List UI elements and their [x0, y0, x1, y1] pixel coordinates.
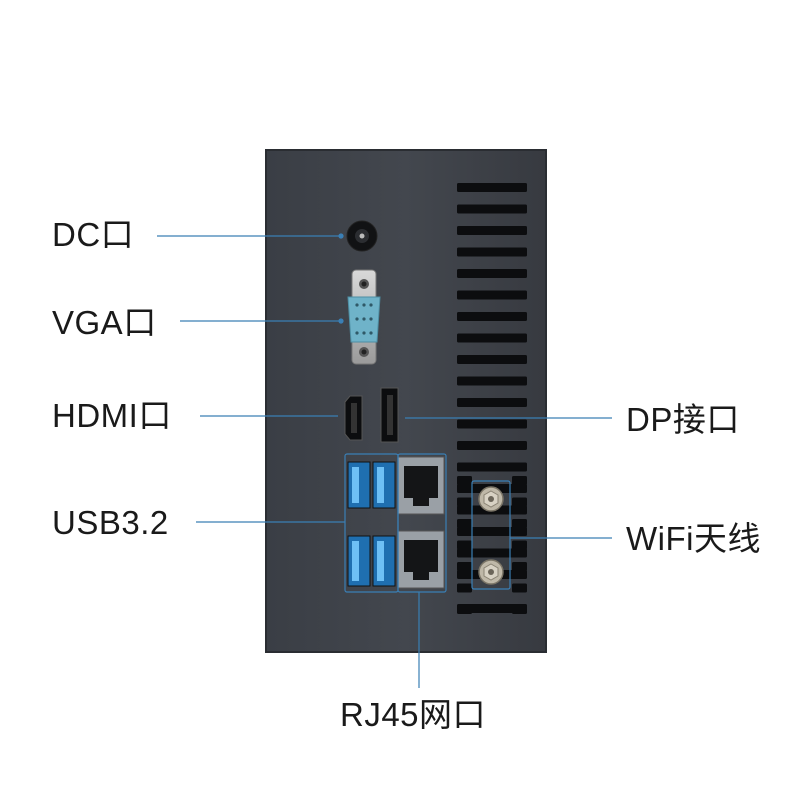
vent-slot [457, 312, 527, 321]
vent-slot [457, 548, 527, 558]
hdmi-port-label: HDMI口 [52, 397, 172, 434]
vga-pin [362, 331, 366, 335]
usb-port-icon [347, 461, 371, 509]
dc-port-icon [346, 220, 378, 252]
vent-slot [457, 562, 472, 571]
vent-slot [512, 583, 527, 593]
vent-slot [512, 519, 527, 528]
usb-port-icon [372, 461, 396, 509]
vent-slot [512, 476, 527, 485]
vga-pin [362, 317, 366, 321]
vent-slot [512, 540, 527, 550]
usb-port-icon [347, 535, 371, 587]
vga-pin [369, 303, 373, 307]
vga-pin [362, 303, 366, 307]
vent-slot [457, 527, 527, 536]
vent-slot [512, 497, 527, 507]
vent-slot [457, 376, 527, 386]
vga-pin [355, 303, 359, 307]
vent-slot [457, 290, 527, 300]
vent-slot [457, 333, 527, 343]
rj45-port-icon [397, 456, 445, 515]
vent-slot [457, 604, 527, 613]
vent-slot [457, 269, 527, 278]
vent-slot [512, 562, 527, 571]
usb-port-label: USB3.2 [52, 504, 169, 541]
vent-slot [457, 476, 472, 485]
usb-ports [347, 461, 396, 587]
vent-slot [457, 497, 472, 507]
vga-port-label: VGA口 [52, 304, 157, 341]
vent-slot [457, 398, 527, 407]
vga-pin [369, 317, 373, 321]
vent-slot [457, 226, 527, 235]
wifi-antenna-icon [478, 559, 504, 585]
vent-slot [457, 204, 527, 214]
dp-port-label: DP接口 [626, 401, 740, 438]
vent-slot [457, 355, 527, 364]
rj45-port-label: RJ45网口 [340, 696, 487, 733]
wifi-antenna-icon [478, 486, 504, 512]
vent-slot [457, 247, 527, 257]
vga-pin [369, 331, 373, 335]
usb-port-icon [372, 535, 396, 587]
vga-port-icon [347, 269, 381, 365]
leader-lines [157, 233, 612, 688]
vent-slot [457, 441, 527, 450]
vent-slot [457, 583, 472, 593]
vent-slot [457, 462, 527, 472]
vent-slot [457, 183, 527, 192]
vent-slot [457, 519, 472, 528]
wifi-antenna-label: WiFi天线 [626, 520, 761, 557]
vent-slot [457, 540, 472, 550]
vent-slot [457, 419, 527, 429]
dp-port-icon [380, 387, 399, 443]
rj45-port-icon [397, 530, 445, 589]
vga-pin [355, 317, 359, 321]
hdmi-port-icon [344, 395, 363, 441]
vent-slots [457, 183, 527, 614]
dc-port-label: DC口 [52, 216, 135, 253]
vga-pin [355, 331, 359, 335]
